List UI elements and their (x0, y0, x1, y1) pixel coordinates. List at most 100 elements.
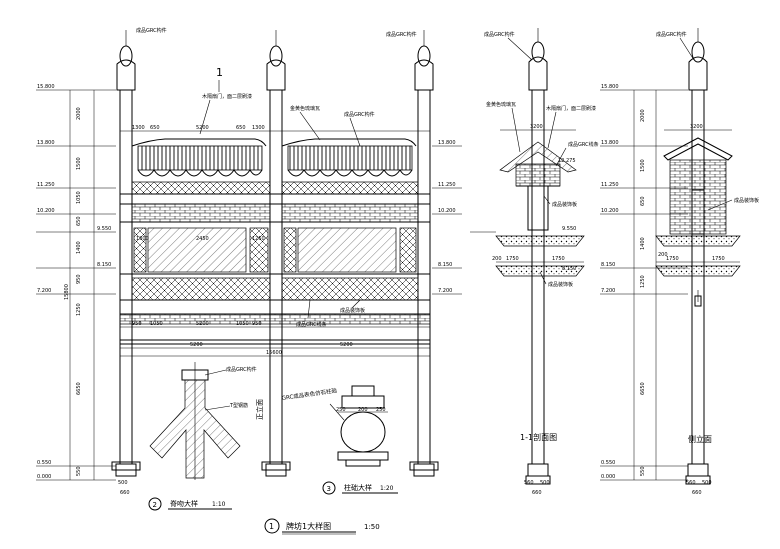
sec-dim-6: 500 (540, 480, 550, 486)
side-dim-6: 6650 (640, 382, 646, 395)
detail-3-dim-2: 200 (358, 407, 368, 413)
sec-callout-6: 成品装饰板 (548, 281, 573, 288)
detail-3-callout: GRC成品表色仿石柱础 (281, 386, 338, 402)
front-right-elev-3: 10.200 (438, 208, 456, 214)
detail-2-title: 脊吻大样 (170, 499, 198, 508)
sec-dim-2: 1750 (506, 256, 519, 262)
side-dim-a: 1750 (666, 256, 679, 262)
callout-deco-board: 成品装饰板 (340, 307, 365, 314)
front-left-elevation-marks (36, 89, 116, 481)
sheet-title-scale: 1:50 (364, 523, 380, 531)
sheet-title-block: 1 牌坊1大样图 1:50 (264, 518, 380, 535)
callout-grc-top-left: 成品GRC构件 (136, 27, 167, 34)
side-elev-1: 15.800 (601, 84, 619, 90)
detail-2-bubble (148, 497, 162, 511)
detail-3-title: 柱础大样 (344, 483, 372, 492)
side-elev-2: 13.800 (601, 140, 619, 146)
callout-glazed-tile: 金黄色琉璃瓦 (290, 105, 320, 112)
side-elev-6: 7.200 (601, 288, 615, 294)
sec-callout-2: 金黄色琉璃瓦 (486, 101, 516, 108)
front-right-elev-4: 8.150 (438, 262, 452, 268)
side-dim-e: 500 (702, 480, 712, 486)
side-dim-4: 1400 (640, 237, 646, 250)
sec-dim-1: 3200 (530, 124, 543, 130)
bottom-dim-5: 950 (252, 321, 262, 327)
front-dim-9: 550 (76, 466, 82, 476)
detail-2-rebar-label: T型钢筋 (229, 402, 248, 409)
top-dim-1: 1300 (132, 125, 145, 131)
front-right-elev-1: 13.800 (438, 140, 456, 146)
bottom-dim-total: 15600 (266, 350, 282, 356)
side-dim-2: 1500 (640, 159, 646, 172)
side-elev-4: 10.200 (601, 208, 619, 214)
front-elev-2: 13.800 (37, 140, 55, 146)
mid-dim-2: 1250 (252, 236, 265, 242)
front-elev-4: 10.200 (37, 208, 55, 214)
front-elev-9: 0.000 (37, 474, 51, 480)
front-elev-6: 8.150 (97, 262, 111, 268)
sec-elev-2: 8.150 (562, 266, 576, 272)
side-dim-f: 660 (692, 490, 702, 496)
side-dim-1: 2000 (640, 109, 646, 122)
side-dim-7: 550 (640, 466, 646, 476)
detail-3-number: 3 (327, 485, 331, 493)
section-1-1-title: 1-1剖面图 (520, 432, 557, 442)
front-right-elev-5: 7.200 (438, 288, 452, 294)
side-elev-7: 0.550 (601, 460, 615, 466)
base-dim-2: 500 (118, 480, 128, 486)
section-1-1: 9.550 8.150 12.275 3200 1750 1750 200 56… (470, 28, 599, 496)
front-elev-7: 7.200 (37, 288, 51, 294)
bottom-dim-1: 950 (132, 321, 142, 327)
front-dim-5: 1400 (76, 241, 82, 254)
bottom-dim-2: 1050 (150, 321, 163, 327)
front-dim-2: 1500 (76, 157, 82, 170)
side-view-title: 侧立面 (688, 434, 712, 444)
top-dim-4: 650 (236, 125, 246, 131)
sheet-title-number: 1 (269, 522, 274, 531)
bottom-dim-4: 1050 (236, 321, 249, 327)
sec-dim-3: 1750 (552, 256, 565, 262)
side-dim-c: 200 (658, 252, 668, 258)
side-elev-5: 8.150 (601, 262, 615, 268)
sec-dim-7: 660 (532, 490, 542, 496)
callout-grc-line: 成品GRC线条 (296, 321, 327, 328)
sheet-title: 牌坊1大样图 (286, 521, 331, 531)
side-elev-8: 0.000 (601, 474, 615, 480)
sec-callout-1: 成品GRC构件 (484, 31, 515, 38)
front-dim-total: 15800 (64, 284, 70, 300)
base-dim-1: 660 (120, 490, 130, 496)
detail-3-scale: 1:20 (380, 485, 394, 492)
side-dim-top: 3200 (690, 124, 703, 130)
front-dim-8: 6650 (76, 382, 82, 395)
detail-3-bubble (322, 481, 336, 495)
side-dim-b: 1750 (712, 256, 725, 262)
side-dim-5: 1250 (640, 275, 646, 288)
detail-3-dim-1: 250 (336, 407, 346, 413)
top-dim-5: 1300 (252, 125, 265, 131)
bottom-dim-6: 5200 (190, 342, 203, 348)
front-elev-1: 15.800 (37, 84, 55, 90)
front-dim-6: 950 (76, 274, 82, 284)
callout-grc-part: 成品GRC构件 (344, 111, 375, 118)
mid-dim-1: 1300 (136, 236, 149, 242)
roof-left (131, 138, 267, 177)
sec-callout-5: 成品装饰板 (552, 201, 577, 208)
callout-wooden-door: 木隔扇门，面二层刷漆 (202, 93, 252, 100)
side-callout-board: 成品装饰板 (734, 197, 759, 204)
roof-right (281, 138, 417, 177)
front-elev-3: 11.250 (37, 182, 55, 188)
sec-elev-1: 9.550 (562, 226, 576, 232)
front-view-title: 正立面 (255, 399, 264, 420)
side-elev-3: 11.250 (601, 182, 619, 188)
bottom-dim-3: 5200 (196, 321, 209, 327)
sec-dim-5: 560 (524, 480, 534, 486)
post-left (115, 45, 137, 477)
post-center (265, 45, 287, 477)
front-right-elev-2: 11.250 (438, 182, 456, 188)
callout-grc-top-right: 成品GRC构件 (386, 31, 417, 38)
front-elev-5: 9.550 (97, 226, 111, 232)
top-dim-2: 650 (150, 125, 160, 131)
side-elevation: 15.800 13.800 11.250 10.200 8.150 7.200 … (600, 28, 759, 496)
